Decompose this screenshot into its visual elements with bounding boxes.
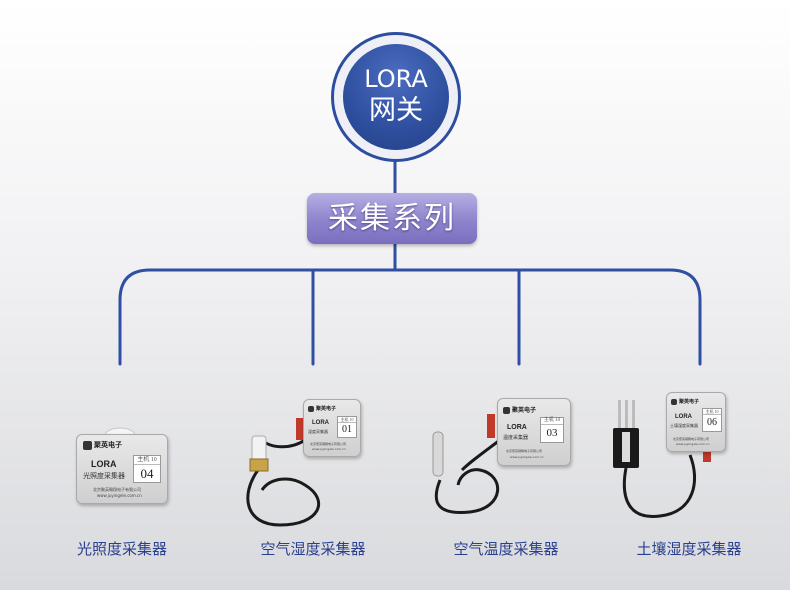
device-label-air-humidity: 空气湿度采集器 bbox=[260, 540, 366, 558]
series-node: 采集系列 bbox=[307, 193, 477, 244]
gateway-title: LORA bbox=[364, 65, 428, 93]
device-model: LORA bbox=[675, 414, 692, 420]
device-image-soil-humidity: 聚英电子 LORA 土壤湿度采集器 主机 10 06 北京聚英翱翔电子有限公司 … bbox=[666, 392, 726, 452]
device-name: 温度采集器 bbox=[503, 435, 529, 441]
device-model: LORA bbox=[91, 459, 117, 469]
device-brand: 聚英电子 bbox=[503, 405, 536, 414]
device-footer: 北京聚英翱翔电子有限公司 bbox=[673, 437, 710, 441]
device-label-air-temperature: 空气温度采集器 bbox=[453, 540, 559, 558]
device-image-light: 聚英电子 LORA 光照度采集器 主机 10 04 北京聚英翱翔电子有限公司 w… bbox=[76, 434, 168, 504]
device-label-soil-humidity: 土壤湿度采集器 bbox=[636, 540, 742, 558]
device-footer: 北京聚英翱翔电子有限公司 bbox=[506, 449, 543, 453]
device-tag: 主机 10 03 bbox=[540, 417, 564, 443]
device-site: www.juyingele.com.cn bbox=[312, 447, 346, 451]
device-site: www.juyingele.com.cn bbox=[510, 455, 544, 459]
temperature-probe-cable bbox=[432, 414, 501, 515]
device-tag: 主机 10 04 bbox=[133, 455, 161, 483]
device-footer: 北京聚英翱翔电子有限公司 bbox=[93, 487, 141, 492]
gateway-core: LORA 网关 bbox=[343, 44, 449, 150]
brand-logo-icon bbox=[83, 440, 92, 450]
gateway-node: LORA 网关 bbox=[331, 32, 461, 162]
device-tag: 主机 10 06 bbox=[702, 408, 722, 432]
device-brand: 聚英电子 bbox=[671, 398, 699, 405]
humidity-probe-cable bbox=[246, 418, 321, 527]
device-brand: 聚英电子 bbox=[308, 405, 336, 412]
device-tag: 主机 10 01 bbox=[337, 416, 357, 438]
device-model: LORA bbox=[507, 424, 527, 431]
device-name: 土壤湿度采集器 bbox=[670, 423, 698, 428]
soil-probe-cable bbox=[613, 400, 711, 518]
device-name: 湿度采集器 bbox=[308, 429, 328, 434]
bus-line bbox=[118, 268, 702, 366]
device-image-air-temperature: 聚英电子 LORA 温度采集器 主机 10 03 北京聚英翱翔电子有限公司 ww… bbox=[497, 398, 571, 466]
device-site: www.juyingele.com.cn bbox=[97, 493, 142, 498]
brand-logo-icon bbox=[671, 398, 677, 405]
device-footer: 北京聚英翱翔电子有限公司 bbox=[310, 442, 347, 446]
device-brand: 聚英电子 bbox=[83, 440, 122, 450]
gateway-subtitle: 网关 bbox=[369, 95, 423, 126]
device-image-air-humidity: 聚英电子 LORA 湿度采集器 主机 10 01 北京聚英翱翔电子有限公司 ww… bbox=[303, 399, 361, 457]
brand-logo-icon bbox=[503, 407, 510, 414]
device-label-light: 光照度采集器 bbox=[76, 540, 167, 558]
brand-logo-icon bbox=[308, 405, 314, 412]
device-site: www.juyingele.com.cn bbox=[676, 442, 710, 446]
device-name: 光照度采集器 bbox=[83, 472, 125, 480]
device-model: LORA bbox=[312, 420, 329, 426]
